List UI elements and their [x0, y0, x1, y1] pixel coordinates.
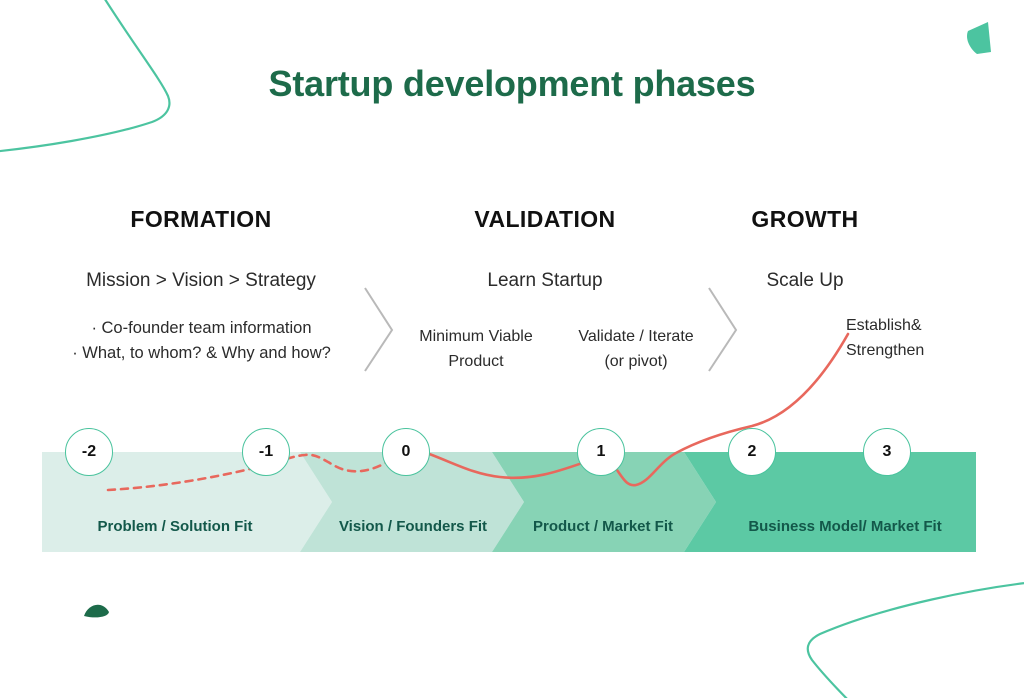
- validation-sub-mvp-line2: Product: [448, 353, 504, 370]
- phase-lead-growth: Scale Up: [766, 270, 844, 291]
- validation-sub-mvp: Minimum Viable Product: [392, 324, 560, 374]
- band-label-product-market-fit: Product / Market Fit: [532, 518, 674, 535]
- milestone-node-1[interactable]: 1: [577, 428, 625, 476]
- timeline-band-4: [684, 452, 976, 552]
- phase-heading-formation: FORMATION: [130, 206, 272, 232]
- validation-sub-iterate-line2: (or pivot): [604, 353, 668, 370]
- phase-lead-validation: Learn Startup: [487, 270, 603, 291]
- growth-sub-line2: Strengthen: [846, 342, 925, 359]
- phase-heading-growth: GROWTH: [751, 206, 859, 232]
- validation-sub-iterate: Validate / Iterate (or pivot): [552, 324, 720, 374]
- band-label-problem-solution-fit: Problem / Solution Fit: [97, 518, 253, 535]
- milestone-node-0[interactable]: 0: [382, 428, 430, 476]
- milestone-node-3[interactable]: 3: [863, 428, 911, 476]
- deco-wedge-top-right: [967, 22, 991, 54]
- validation-sub-mvp-line1: Minimum Viable: [419, 328, 533, 345]
- growth-sub-line1: Establish&: [846, 317, 922, 334]
- deco-arc-bottom-left: [84, 604, 109, 618]
- milestone-node--1[interactable]: -1: [242, 428, 290, 476]
- band-label-business-model-market-fit: Business Model/ Market Fit: [748, 518, 942, 535]
- formation-bullet-list: · Co-founder team information · What, to…: [24, 316, 379, 366]
- milestone-node--2[interactable]: -2: [65, 428, 113, 476]
- phase-lead-formation: Mission > Vision > Strategy: [86, 270, 316, 291]
- growth-sub-establish: Establish& Strengthen: [846, 313, 986, 363]
- validation-sub-iterate-line1: Validate / Iterate: [578, 328, 694, 345]
- phase-heading-validation: VALIDATION: [474, 206, 616, 232]
- band-label-vision-founders-fit: Vision / Founders Fit: [338, 518, 488, 535]
- list-item: · What, to whom? & Why and how?: [72, 344, 331, 362]
- deco-curve-bottom-right: [806, 582, 1024, 698]
- milestone-node-2[interactable]: 2: [728, 428, 776, 476]
- page-title: Startup development phases: [268, 63, 756, 104]
- list-item: · Co-founder team information: [91, 319, 312, 337]
